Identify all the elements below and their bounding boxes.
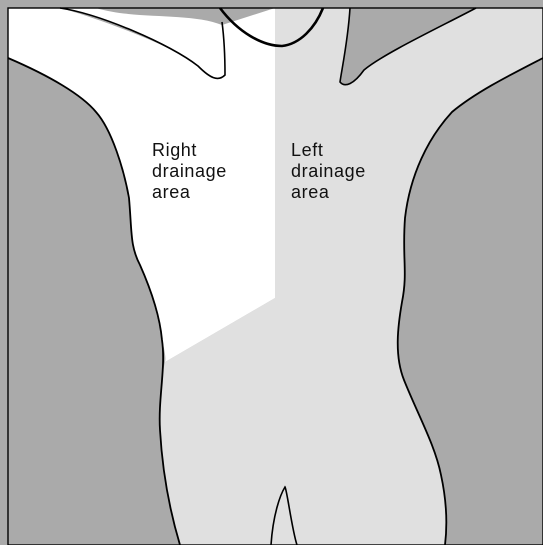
left-label-line-2: drainage <box>291 161 366 182</box>
right-label-line-3: area <box>152 182 227 203</box>
right-label-line-1: Right <box>152 140 227 161</box>
left-drainage-label: Left drainage area <box>291 140 366 203</box>
right-label-line-2: drainage <box>152 161 227 182</box>
right-drainage-label: Right drainage area <box>152 140 227 203</box>
left-label-line-3: area <box>291 182 366 203</box>
left-label-line-1: Left <box>291 140 366 161</box>
